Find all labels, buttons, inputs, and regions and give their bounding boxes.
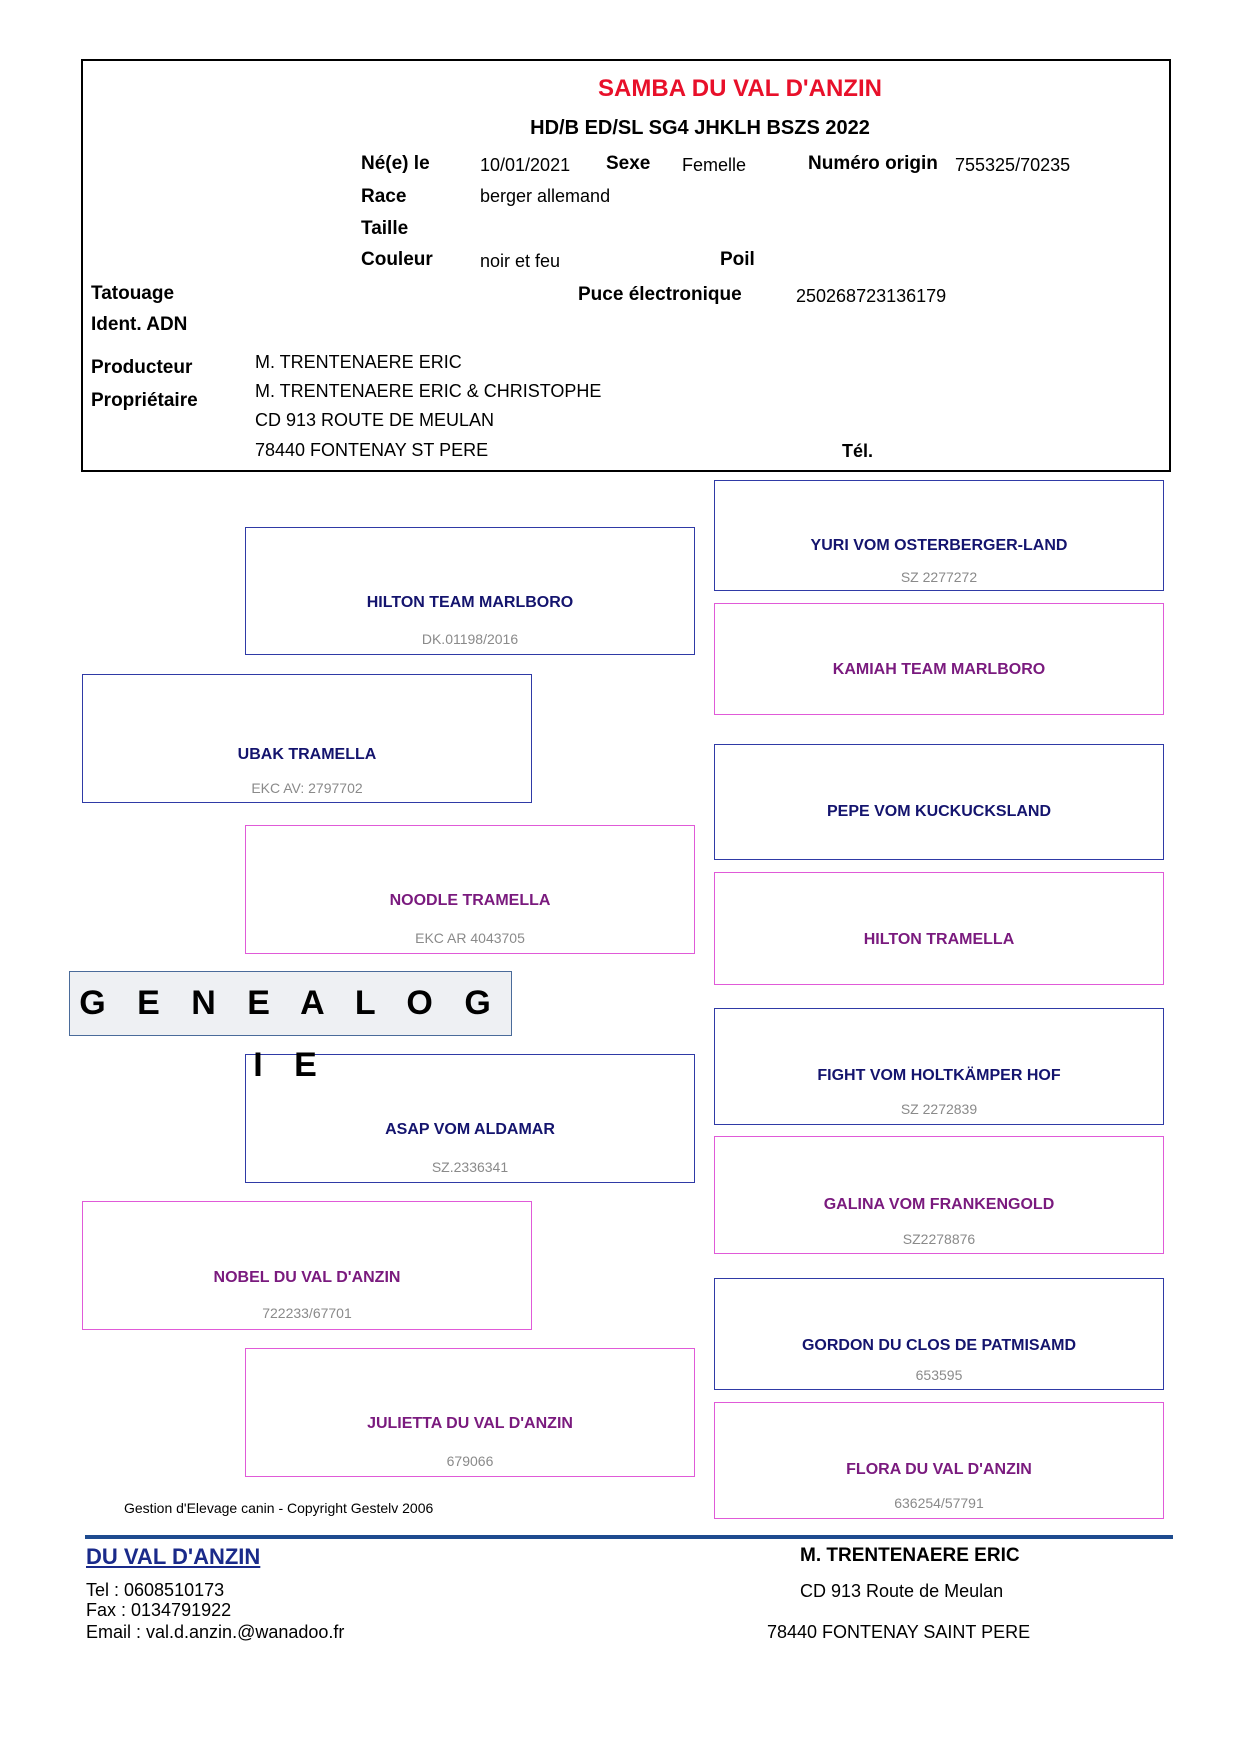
dog-name: FIGHT VOM HOLTKÄMPER HOF	[817, 1067, 1061, 1084]
pedigree-sire-sire: HILTON TEAM MARLBORO DK.01198/2016	[245, 527, 695, 655]
pedigree-ggp-8: FLORA DU VAL D'ANZIN 636254/57791	[714, 1402, 1164, 1519]
size-label: Taille	[361, 218, 409, 239]
breed-label: Race	[361, 186, 407, 207]
dog-name: GALINA VOM FRANKENGOLD	[823, 1196, 1055, 1213]
born-label: Né(e) le	[361, 153, 430, 174]
owner-value: M. TRENTENAERE ERIC & CHRISTOPHE	[255, 381, 602, 401]
footer-address-line1: CD 913 Route de Meulan	[800, 1581, 1004, 1601]
origin-number-label: Numéro origin	[808, 153, 938, 174]
kennel-name: DU VAL D'ANZIN	[86, 1544, 261, 1569]
footer-fax: Fax : 0134791922	[86, 1600, 232, 1620]
copyright-text: Gestion d'Elevage canin - Copyright Gest…	[124, 1500, 434, 1516]
pedigree-ggp-2: KAMIAH TEAM MARLBORO	[714, 603, 1164, 715]
genealogie-label: G E N E A L O G I E	[69, 971, 512, 1084]
dog-name: ASAP VOM ALDAMAR	[385, 1121, 555, 1138]
breed-value: berger allemand	[480, 186, 611, 206]
dog-name: PEPE VOM KUCKUCKSLAND	[826, 803, 1051, 820]
dog-registration: 679066	[446, 1453, 494, 1469]
pedigree-dam: NOBEL DU VAL D'ANZIN 722233/67701	[82, 1201, 532, 1330]
dog-name: UBAK TRAMELLA	[237, 746, 377, 763]
dog-name: NOBEL DU VAL D'ANZIN	[213, 1269, 401, 1286]
dog-registration: SZ2278876	[902, 1231, 976, 1247]
dog-name: SAMBA DU VAL D'ANZIN	[598, 75, 882, 102]
owner-label: Propriétaire	[91, 390, 198, 411]
dog-name: GORDON DU CLOS DE PATMISAMD	[801, 1337, 1077, 1354]
dog-registration: EKC AR 4043705	[415, 930, 525, 946]
owner-address-line1: CD 913 ROUTE DE MEULAN	[255, 410, 495, 430]
dog-registration: 636254/57791	[894, 1495, 984, 1511]
dog-registration: SZ 2277272	[900, 569, 978, 585]
sex-label: Sexe	[606, 153, 651, 174]
pedigree-dam-dam: JULIETTA DU VAL D'ANZIN 679066	[245, 1348, 695, 1477]
owner-address-line2: 78440 FONTENAY ST PERE	[255, 440, 489, 460]
born-value: 10/01/2021	[480, 155, 571, 175]
pedigree-ggp-5: FIGHT VOM HOLTKÄMPER HOF SZ 2272839	[714, 1008, 1164, 1125]
pedigree-ggp-6: GALINA VOM FRANKENGOLD SZ2278876	[714, 1136, 1164, 1254]
dog-name: HILTON TRAMELLA	[863, 931, 1015, 948]
dog-registration: SZ 2272839	[900, 1101, 978, 1117]
dog-registration: SZ.2336341	[431, 1159, 509, 1175]
footer-tel: Tel : 0608510173	[86, 1580, 225, 1600]
dog-registration: DK.01198/2016	[421, 631, 519, 647]
phone-label: Tél.	[842, 441, 874, 461]
dog-name: YURI VOM OSTERBERGER-LAND	[810, 537, 1068, 554]
pedigree-ggp-4: HILTON TRAMELLA	[714, 872, 1164, 985]
footer-owner-name: M. TRENTENAERE ERIC	[800, 1545, 1020, 1566]
dog-titles: HD/B ED/SL SG4 JHKLH BSZS 2022	[530, 117, 870, 139]
pedigree-sire-dam: NOODLE TRAMELLA EKC AR 4043705	[245, 825, 695, 954]
dog-name: NOODLE TRAMELLA	[389, 892, 551, 909]
color-value: noir et feu	[480, 251, 561, 271]
dog-registration: EKC AV: 2797702	[251, 780, 363, 796]
identity-box	[81, 59, 1171, 472]
dog-name: FLORA DU VAL D'ANZIN	[846, 1461, 1032, 1478]
producer-label: Producteur	[91, 357, 193, 378]
footer-address-line2: 78440 FONTENAY SAINT PERE	[767, 1622, 1031, 1642]
microchip-value: 250268723136179	[796, 286, 947, 306]
pedigree-dam-sire: ASAP VOM ALDAMAR SZ.2336341	[245, 1054, 695, 1183]
pedigree-ggp-7: GORDON DU CLOS DE PATMISAMD 653595	[714, 1278, 1164, 1390]
footer-divider	[85, 1535, 1173, 1539]
color-label: Couleur	[361, 249, 433, 270]
producer-value: M. TRENTENAERE ERIC	[255, 352, 462, 372]
sex-value: Femelle	[682, 155, 747, 175]
dog-registration: 722233/67701	[262, 1305, 352, 1321]
origin-number-value: 755325/70235	[955, 155, 1071, 175]
pedigree-sire: UBAK TRAMELLA EKC AV: 2797702	[82, 674, 532, 803]
dog-name: JULIETTA DU VAL D'ANZIN	[367, 1415, 573, 1432]
dog-name: HILTON TEAM MARLBORO	[366, 594, 574, 611]
pedigree-ggp-3: PEPE VOM KUCKUCKSLAND	[714, 744, 1164, 860]
pedigree-ggp-1: YURI VOM OSTERBERGER-LAND SZ 2277272	[714, 480, 1164, 591]
coat-label: Poil	[720, 249, 755, 270]
dog-registration: 653595	[915, 1367, 963, 1383]
dna-label: Ident. ADN	[91, 314, 188, 335]
tattoo-label: Tatouage	[91, 283, 175, 304]
microchip-label: Puce électronique	[578, 284, 742, 305]
dog-name: KAMIAH TEAM MARLBORO	[832, 661, 1046, 678]
footer-email: Email : val.d.anzin.@wanadoo.fr	[86, 1622, 345, 1642]
